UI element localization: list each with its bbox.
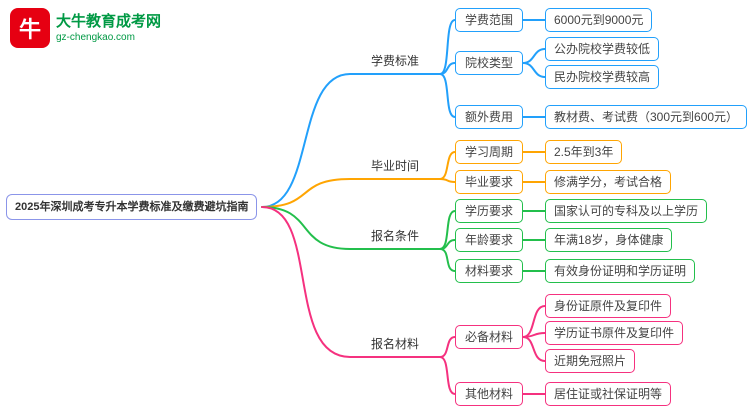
topic-extra-fees: 额外费用 — [455, 105, 524, 129]
leaf-residence-proof: 居住证或社保证明等 — [545, 382, 672, 406]
connector-other-materials — [439, 356, 456, 395]
site-logo: 牛 大牛教育成考网 gz-chengkao.com — [10, 8, 161, 48]
root-topic: 2025年深圳成考专升本学费标准及缴费避坑指南 — [6, 194, 258, 220]
connector-required-materials — [439, 336, 456, 358]
topic-tuition-range: 学费范围 — [455, 8, 524, 32]
connector-idcard-leaf — [522, 305, 546, 338]
leaf-diploma: 学历证书原件及复印件 — [545, 321, 684, 345]
branch-tuition-standard: 学费标准 — [370, 54, 419, 68]
connector-study-period — [439, 151, 456, 180]
topic-other-materials: 其他材料 — [455, 382, 524, 406]
topic-graduation-requirements: 毕业要求 — [455, 170, 524, 194]
connector-age-req — [439, 239, 456, 250]
connector-material-req — [439, 248, 456, 272]
leaf-extra-fee-detail: 教材费、考试费（300元到600元） — [545, 105, 748, 129]
leaf-tuition-range-value: 6000元到9000元 — [545, 8, 653, 32]
brand-name: 大牛教育成考网 — [56, 12, 162, 30]
leaf-education-detail: 国家认可的专科及以上学历 — [545, 199, 708, 223]
connector-branch-tuition — [261, 73, 441, 208]
topic-study-period: 学习周期 — [455, 140, 524, 164]
topic-education-requirement: 学历要求 — [455, 199, 524, 223]
connector-private-leaf — [522, 62, 546, 78]
brand-domain: gz-chengkao.com — [56, 31, 135, 43]
leaf-photo: 近期免冠照片 — [545, 349, 636, 373]
ox-logo-icon: 牛 — [10, 8, 50, 48]
branch-registration-conditions: 报名条件 — [370, 229, 419, 243]
connector-grad-req — [439, 178, 456, 183]
connector-public-leaf — [522, 48, 546, 64]
leaf-private-school: 民办院校学费较高 — [545, 65, 660, 89]
connector-extra-fee — [439, 73, 456, 118]
leaf-age-detail: 年满18岁，身体健康 — [545, 228, 673, 252]
branch-registration-materials: 报名材料 — [370, 337, 419, 351]
connector-school-type — [439, 62, 456, 75]
connector-tuition-range — [439, 19, 456, 75]
branch-graduation-time: 毕业时间 — [370, 159, 419, 173]
leaf-public-school: 公办院校学费较低 — [545, 37, 660, 61]
topic-material-requirement: 材料要求 — [455, 259, 524, 283]
topic-age-requirement: 年龄要求 — [455, 228, 524, 252]
leaf-material-detail: 有效身份证明和学历证明 — [545, 259, 696, 283]
connector-edu-req — [439, 210, 456, 250]
leaf-study-period-value: 2.5年到3年 — [545, 140, 623, 164]
connector-photo-leaf — [522, 336, 546, 362]
leaf-id-card: 身份证原件及复印件 — [545, 294, 672, 318]
leaf-graduation-detail: 修满学分，考试合格 — [545, 170, 672, 194]
connector-diploma-leaf — [522, 332, 546, 338]
connector-branch-graduation — [261, 178, 441, 208]
topic-required-materials: 必备材料 — [455, 325, 524, 349]
topic-school-type: 院校类型 — [455, 51, 524, 75]
